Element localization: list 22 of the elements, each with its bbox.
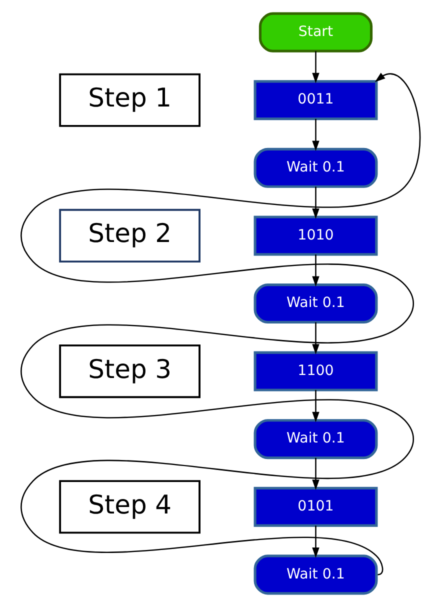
arrow — [312, 254, 319, 287]
node-box: Wait 0.1 — [253, 283, 378, 324]
arrow — [312, 390, 319, 422]
arrow — [20, 72, 420, 575]
node-box: Start — [258, 12, 372, 52]
node-box: 0011 — [253, 80, 378, 120]
node-box: Step 2 — [58, 208, 200, 262]
node-box: Wait 0.1 — [253, 419, 378, 460]
arrow — [312, 51, 319, 84]
arrow — [312, 526, 319, 558]
node-box: Step 3 — [58, 344, 200, 398]
node-box: Step 4 — [58, 480, 200, 534]
node-box: Step 1 — [58, 73, 200, 127]
node-box: 0101 — [253, 486, 378, 527]
arrow — [312, 322, 319, 354]
arrow — [312, 458, 319, 490]
node-box: Wait 0.1 — [253, 554, 378, 595]
node-box: Wait 0.1 — [253, 148, 378, 188]
node-box: 1010 — [253, 216, 378, 256]
arrow — [312, 118, 319, 152]
node-box: 1100 — [253, 351, 378, 392]
arrow — [312, 186, 319, 219]
